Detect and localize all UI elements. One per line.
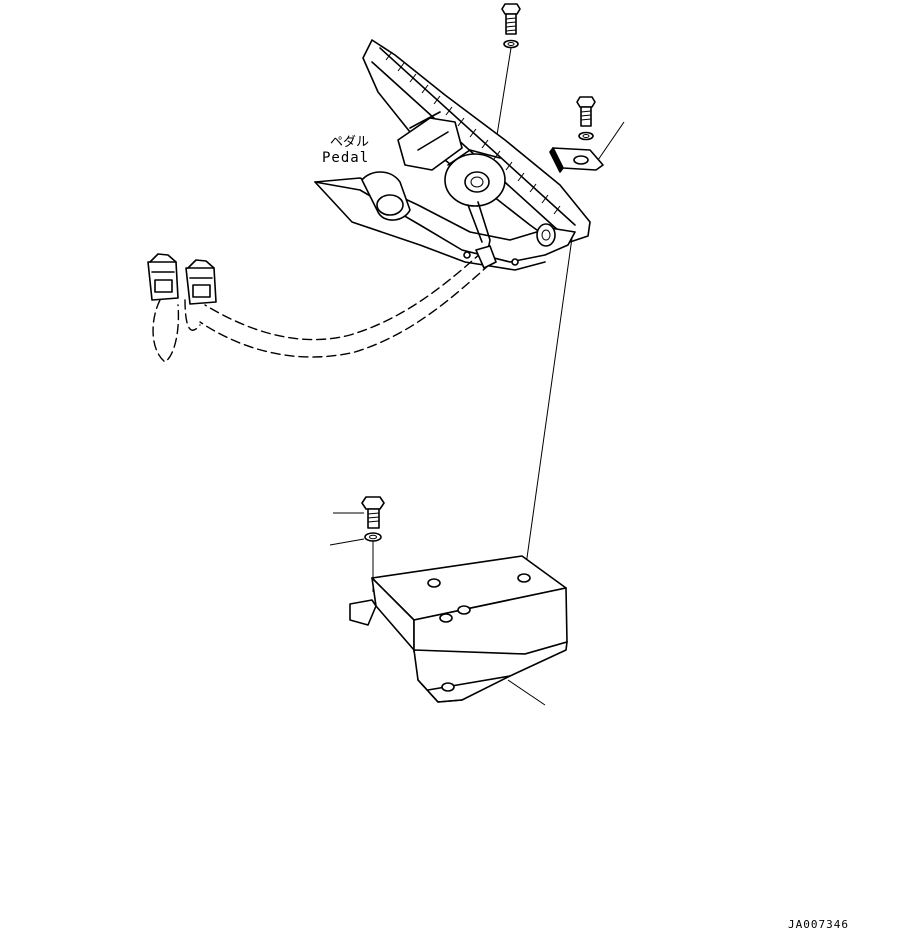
lower-bolt xyxy=(333,496,385,529)
wiring-harness xyxy=(152,245,497,363)
mounting-bracket xyxy=(349,555,568,706)
top-bolt xyxy=(501,3,521,35)
top-washer xyxy=(503,39,519,49)
pedal-label-en: Pedal xyxy=(322,150,369,166)
pedal-bracket-leader xyxy=(524,237,573,573)
drawing-code: JA007346 xyxy=(788,918,849,931)
connector-left xyxy=(147,253,179,301)
connector-right xyxy=(185,259,217,305)
clamp-plate xyxy=(549,121,625,173)
pedal-label-jp: ペダル xyxy=(330,135,369,150)
right-bolt xyxy=(576,96,596,127)
pedal-assembly xyxy=(314,39,591,271)
right-washer xyxy=(578,131,594,141)
